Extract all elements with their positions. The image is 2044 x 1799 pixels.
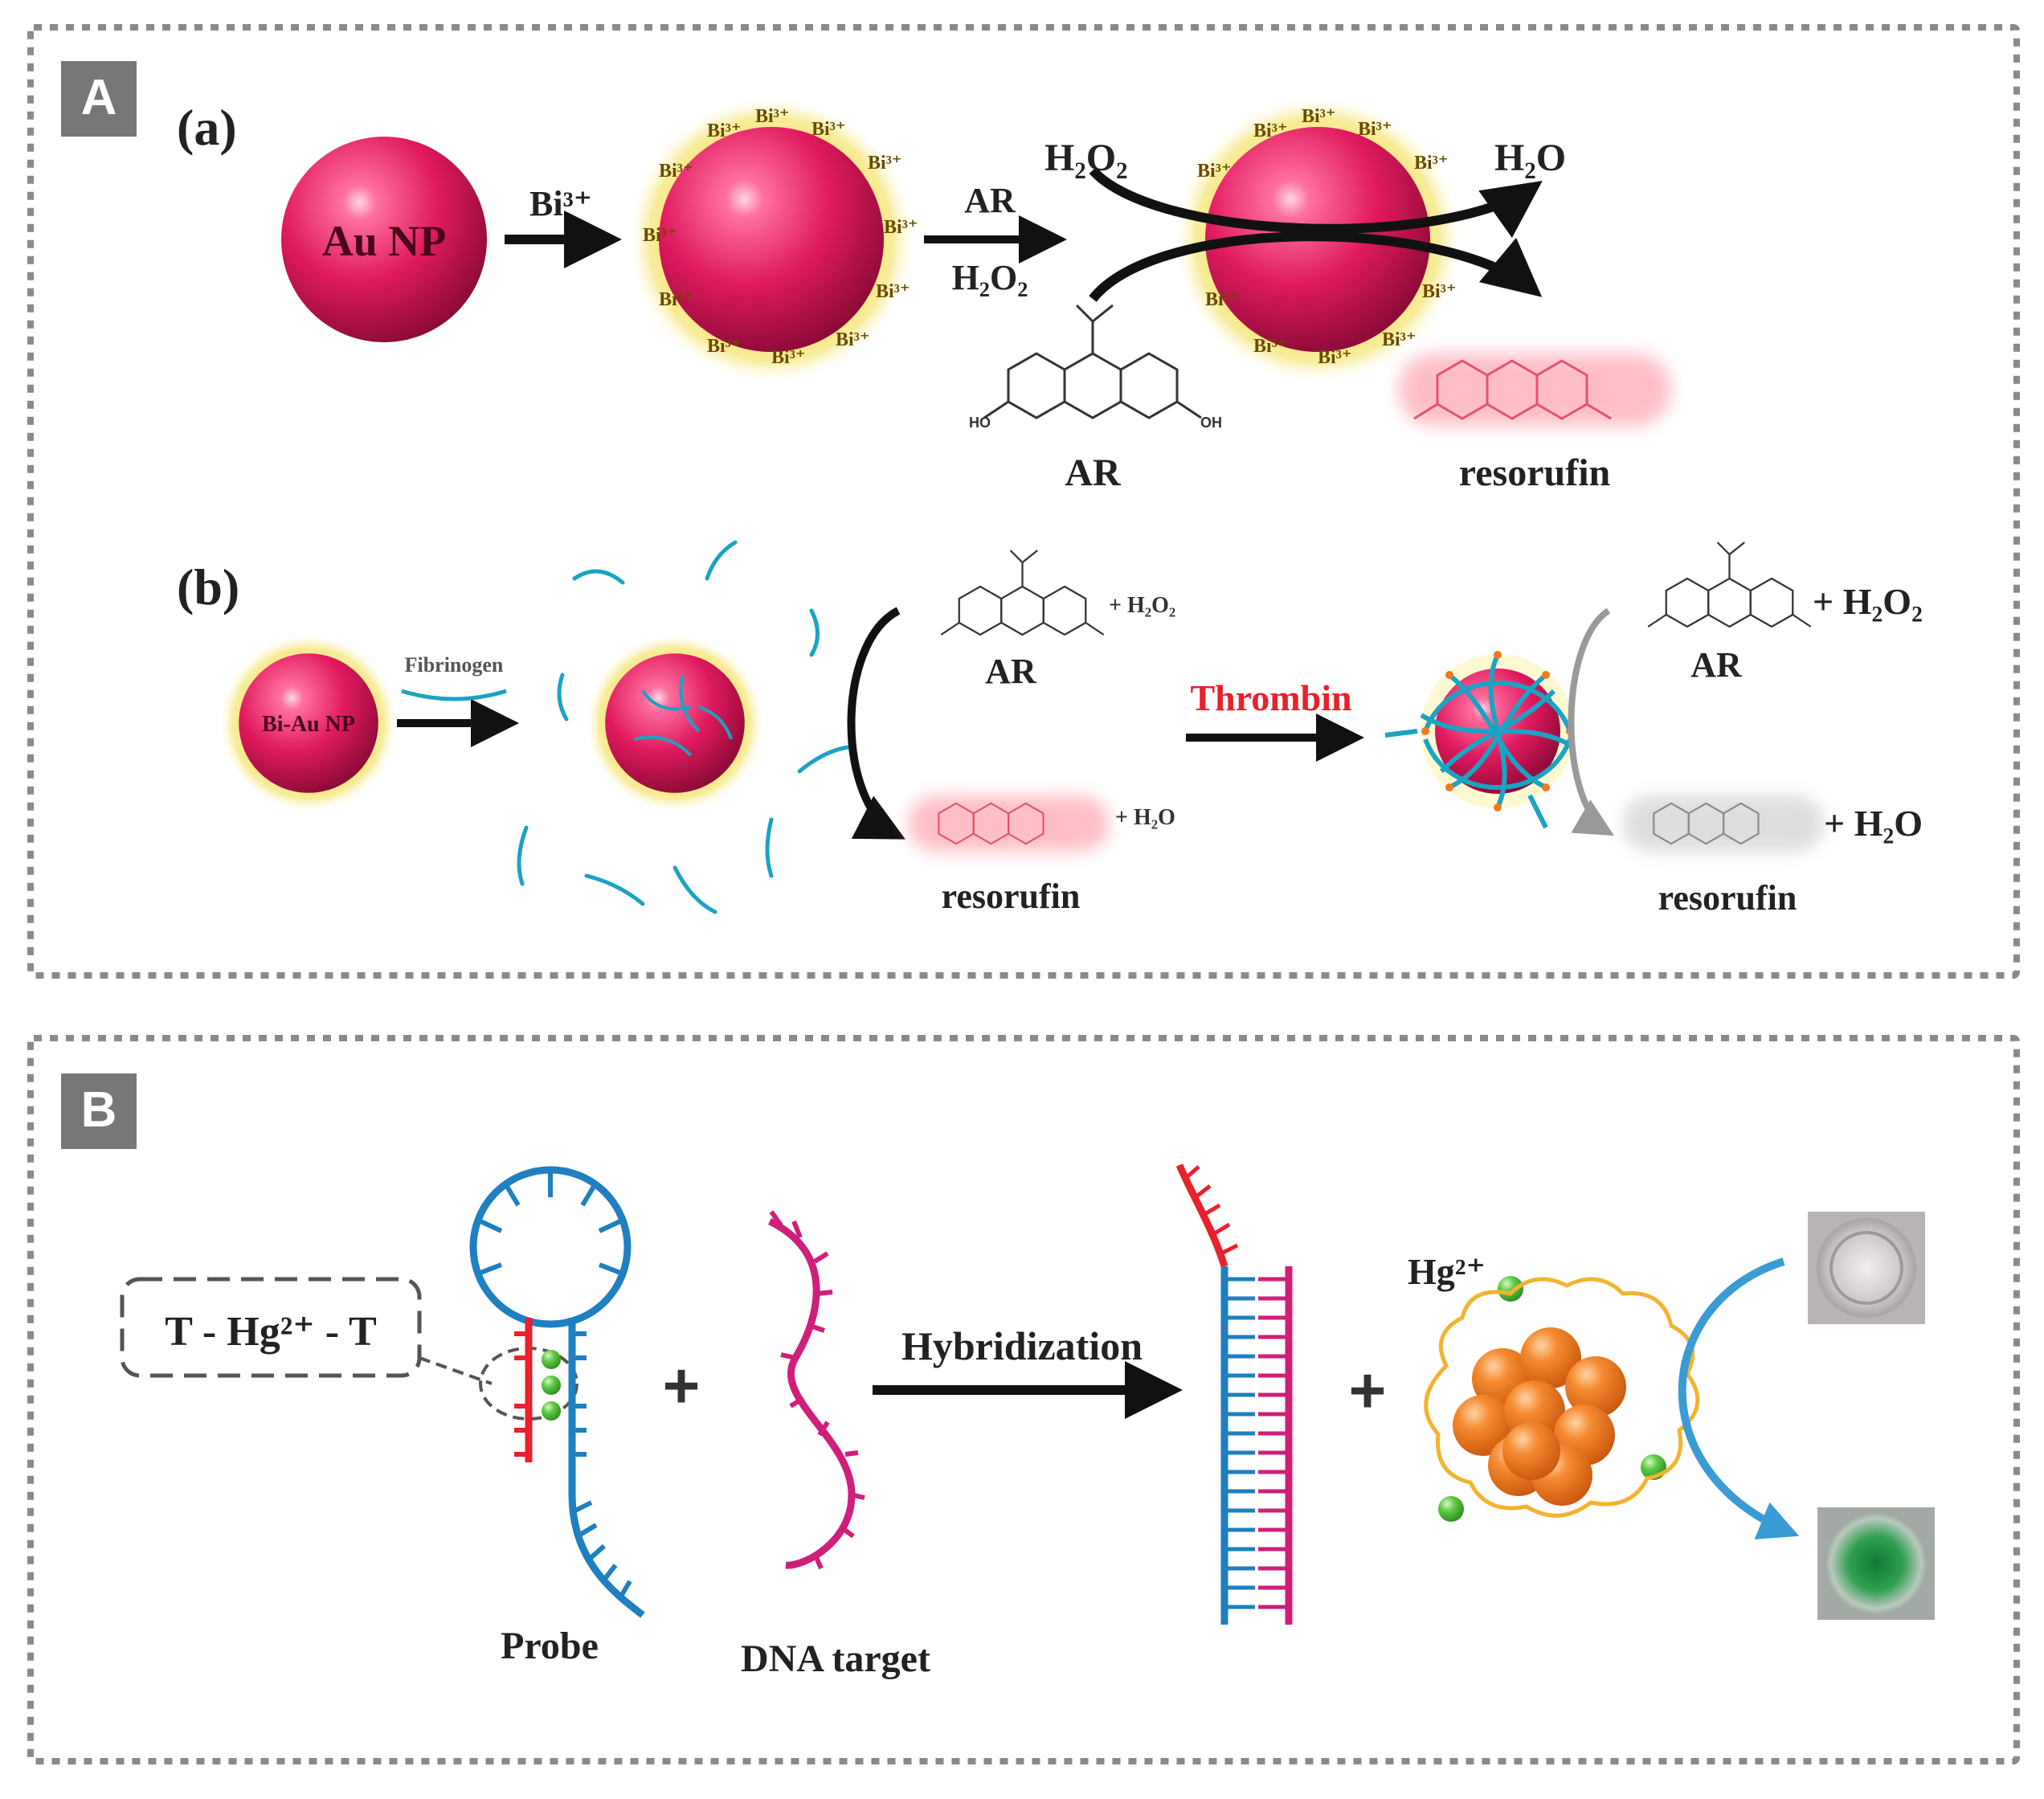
svg-text:Bi³⁺: Bi³⁺ bbox=[1414, 153, 1449, 174]
thg-label: T - Hg²⁺ - T bbox=[165, 1309, 377, 1355]
svg-text:Bi³⁺: Bi³⁺ bbox=[1197, 161, 1232, 182]
cycle-arrow-left bbox=[847, 607, 905, 840]
au-np-label: Au NP bbox=[322, 217, 447, 265]
bi-au-np-label: Bi-Au NP bbox=[262, 712, 355, 737]
resorufin-label-b2: resorufin bbox=[1658, 878, 1797, 918]
sub-b-label: (b) bbox=[177, 558, 239, 615]
bi-ions-ring-1: Bi³⁺ Bi³⁺ Bi³⁺ Bi³⁺ Bi³⁺ Bi³⁺ Bi³⁺ Bi³⁺ … bbox=[643, 106, 918, 368]
hg2-label: Hg²⁺ bbox=[1408, 1251, 1486, 1292]
plus-sign-1: + bbox=[663, 1350, 701, 1421]
hg-ion-1 bbox=[1498, 1276, 1523, 1302]
bi-au-np-fibrinogen bbox=[586, 634, 764, 812]
au-np-sphere bbox=[281, 137, 487, 342]
callout-connector bbox=[419, 1356, 493, 1385]
h2o2-b1: + H₂O₂ bbox=[1109, 593, 1175, 618]
svg-text:Bi³⁺: Bi³⁺ bbox=[811, 119, 846, 140]
svg-text:Bi³⁺: Bi³⁺ bbox=[1253, 336, 1288, 357]
h2o2-left-top: H₂O₂ bbox=[1044, 137, 1127, 179]
well-green bbox=[1817, 1507, 1935, 1620]
panel-b: B T - Hg²⁺ - T bbox=[27, 1035, 2020, 1764]
hg-ion-2 bbox=[1438, 1496, 1464, 1522]
svg-text:Bi³⁺: Bi³⁺ bbox=[1358, 119, 1392, 140]
ar-label-b1: AR bbox=[985, 652, 1037, 691]
svg-text:Bi³⁺: Bi³⁺ bbox=[836, 329, 870, 350]
panel-b-tag: B bbox=[81, 1082, 117, 1138]
probe-label: Probe bbox=[501, 1625, 599, 1667]
svg-text:Bi³⁺: Bi³⁺ bbox=[1302, 106, 1336, 127]
probe-hairpin bbox=[469, 1166, 645, 1618]
svg-text:Bi³⁺: Bi³⁺ bbox=[1253, 121, 1288, 141]
fibrinogen-strands bbox=[517, 540, 850, 914]
arrow-bi-label: Bi³⁺ bbox=[529, 184, 592, 223]
h2o-b2: + H₂O bbox=[1824, 803, 1923, 844]
curved-arrow-h2o2-to-h2o bbox=[1089, 166, 1543, 239]
svg-text:Bi³⁺: Bi³⁺ bbox=[755, 106, 790, 127]
thg-callout-box bbox=[120, 1277, 422, 1378]
panel-a-tag: A bbox=[81, 70, 117, 125]
plus-sign-2: + bbox=[1349, 1355, 1387, 1426]
svg-text:Bi³⁺: Bi³⁺ bbox=[643, 225, 677, 246]
cycle-arrow-right bbox=[1568, 607, 1614, 836]
panel-b-tag-bg bbox=[61, 1073, 137, 1149]
svg-text:Bi³⁺: Bi³⁺ bbox=[659, 289, 693, 310]
resorufin-label-a: resorufin bbox=[1459, 452, 1610, 494]
h2o-right-top: H₂O bbox=[1494, 137, 1566, 179]
bi-ions-ring-2: Bi³⁺ Bi³⁺ Bi³⁺ Bi³⁺ Bi³⁺ Bi³⁺ Bi³⁺ Bi³⁺ … bbox=[1197, 106, 1457, 368]
svg-text:Bi³⁺: Bi³⁺ bbox=[659, 161, 693, 182]
ar-label-a: AR bbox=[1065, 452, 1122, 494]
fibrinogen-label: Fibrinogen bbox=[405, 653, 504, 677]
sub-a-label: (a) bbox=[177, 99, 237, 156]
nanocluster bbox=[1424, 1277, 1700, 1518]
h2o-b1: + H₂O bbox=[1115, 805, 1175, 830]
curved-arrow-ar-to-resorufin bbox=[1089, 231, 1543, 302]
hybrid-duplex bbox=[1175, 1163, 1293, 1625]
svg-text:Bi³⁺: Bi³⁺ bbox=[868, 153, 902, 174]
resorufin-molecule-b1 bbox=[908, 795, 1109, 852]
ar-ho-label: HO bbox=[969, 415, 991, 431]
panel-a: A (a) Au NP Bi³⁺ Bi³⁺ Bi³⁺ Bi³⁺ Bi³⁺ Bi³… bbox=[27, 24, 2020, 979]
svg-text:Bi³⁺: Bi³⁺ bbox=[876, 281, 910, 302]
svg-text:Bi³⁺: Bi³⁺ bbox=[1422, 281, 1457, 302]
color-change-arrow bbox=[1678, 1257, 1800, 1539]
dna-target-strand bbox=[768, 1210, 865, 1570]
resorufin-label-b1: resorufin bbox=[942, 877, 1081, 916]
svg-text:Bi³⁺: Bi³⁺ bbox=[884, 217, 918, 238]
svg-text:Bi³⁺: Bi³⁺ bbox=[1205, 289, 1240, 310]
svg-text:Bi³⁺: Bi³⁺ bbox=[771, 347, 806, 368]
resorufin-molecule-b2 bbox=[1623, 795, 1824, 852]
ar-label-b2: AR bbox=[1690, 645, 1743, 685]
arrow-ar-label: AR bbox=[964, 181, 1016, 220]
h2o2-b2: + H₂O₂ bbox=[1813, 581, 1923, 622]
svg-text:Bi³⁺: Bi³⁺ bbox=[1318, 347, 1352, 368]
fibrinogen-icon bbox=[401, 689, 507, 701]
panel-a-tag-bg bbox=[61, 61, 137, 137]
fibrin-covered-np bbox=[1384, 651, 1576, 829]
resorufin-molecule-a bbox=[1398, 354, 1671, 426]
hybridization-label: Hybridization bbox=[901, 1323, 1143, 1368]
thrombin-label: Thrombin bbox=[1190, 677, 1351, 718]
svg-text:Bi³⁺: Bi³⁺ bbox=[707, 336, 742, 357]
arrow-h2o2-label: H₂O₂ bbox=[952, 258, 1028, 297]
svg-text:Bi³⁺: Bi³⁺ bbox=[1382, 329, 1416, 350]
ar-oh-label: OH bbox=[1200, 415, 1222, 431]
dna-target-label: DNA target bbox=[741, 1637, 930, 1680]
well-clear bbox=[1808, 1212, 1925, 1324]
svg-text:Bi³⁺: Bi³⁺ bbox=[707, 121, 742, 141]
